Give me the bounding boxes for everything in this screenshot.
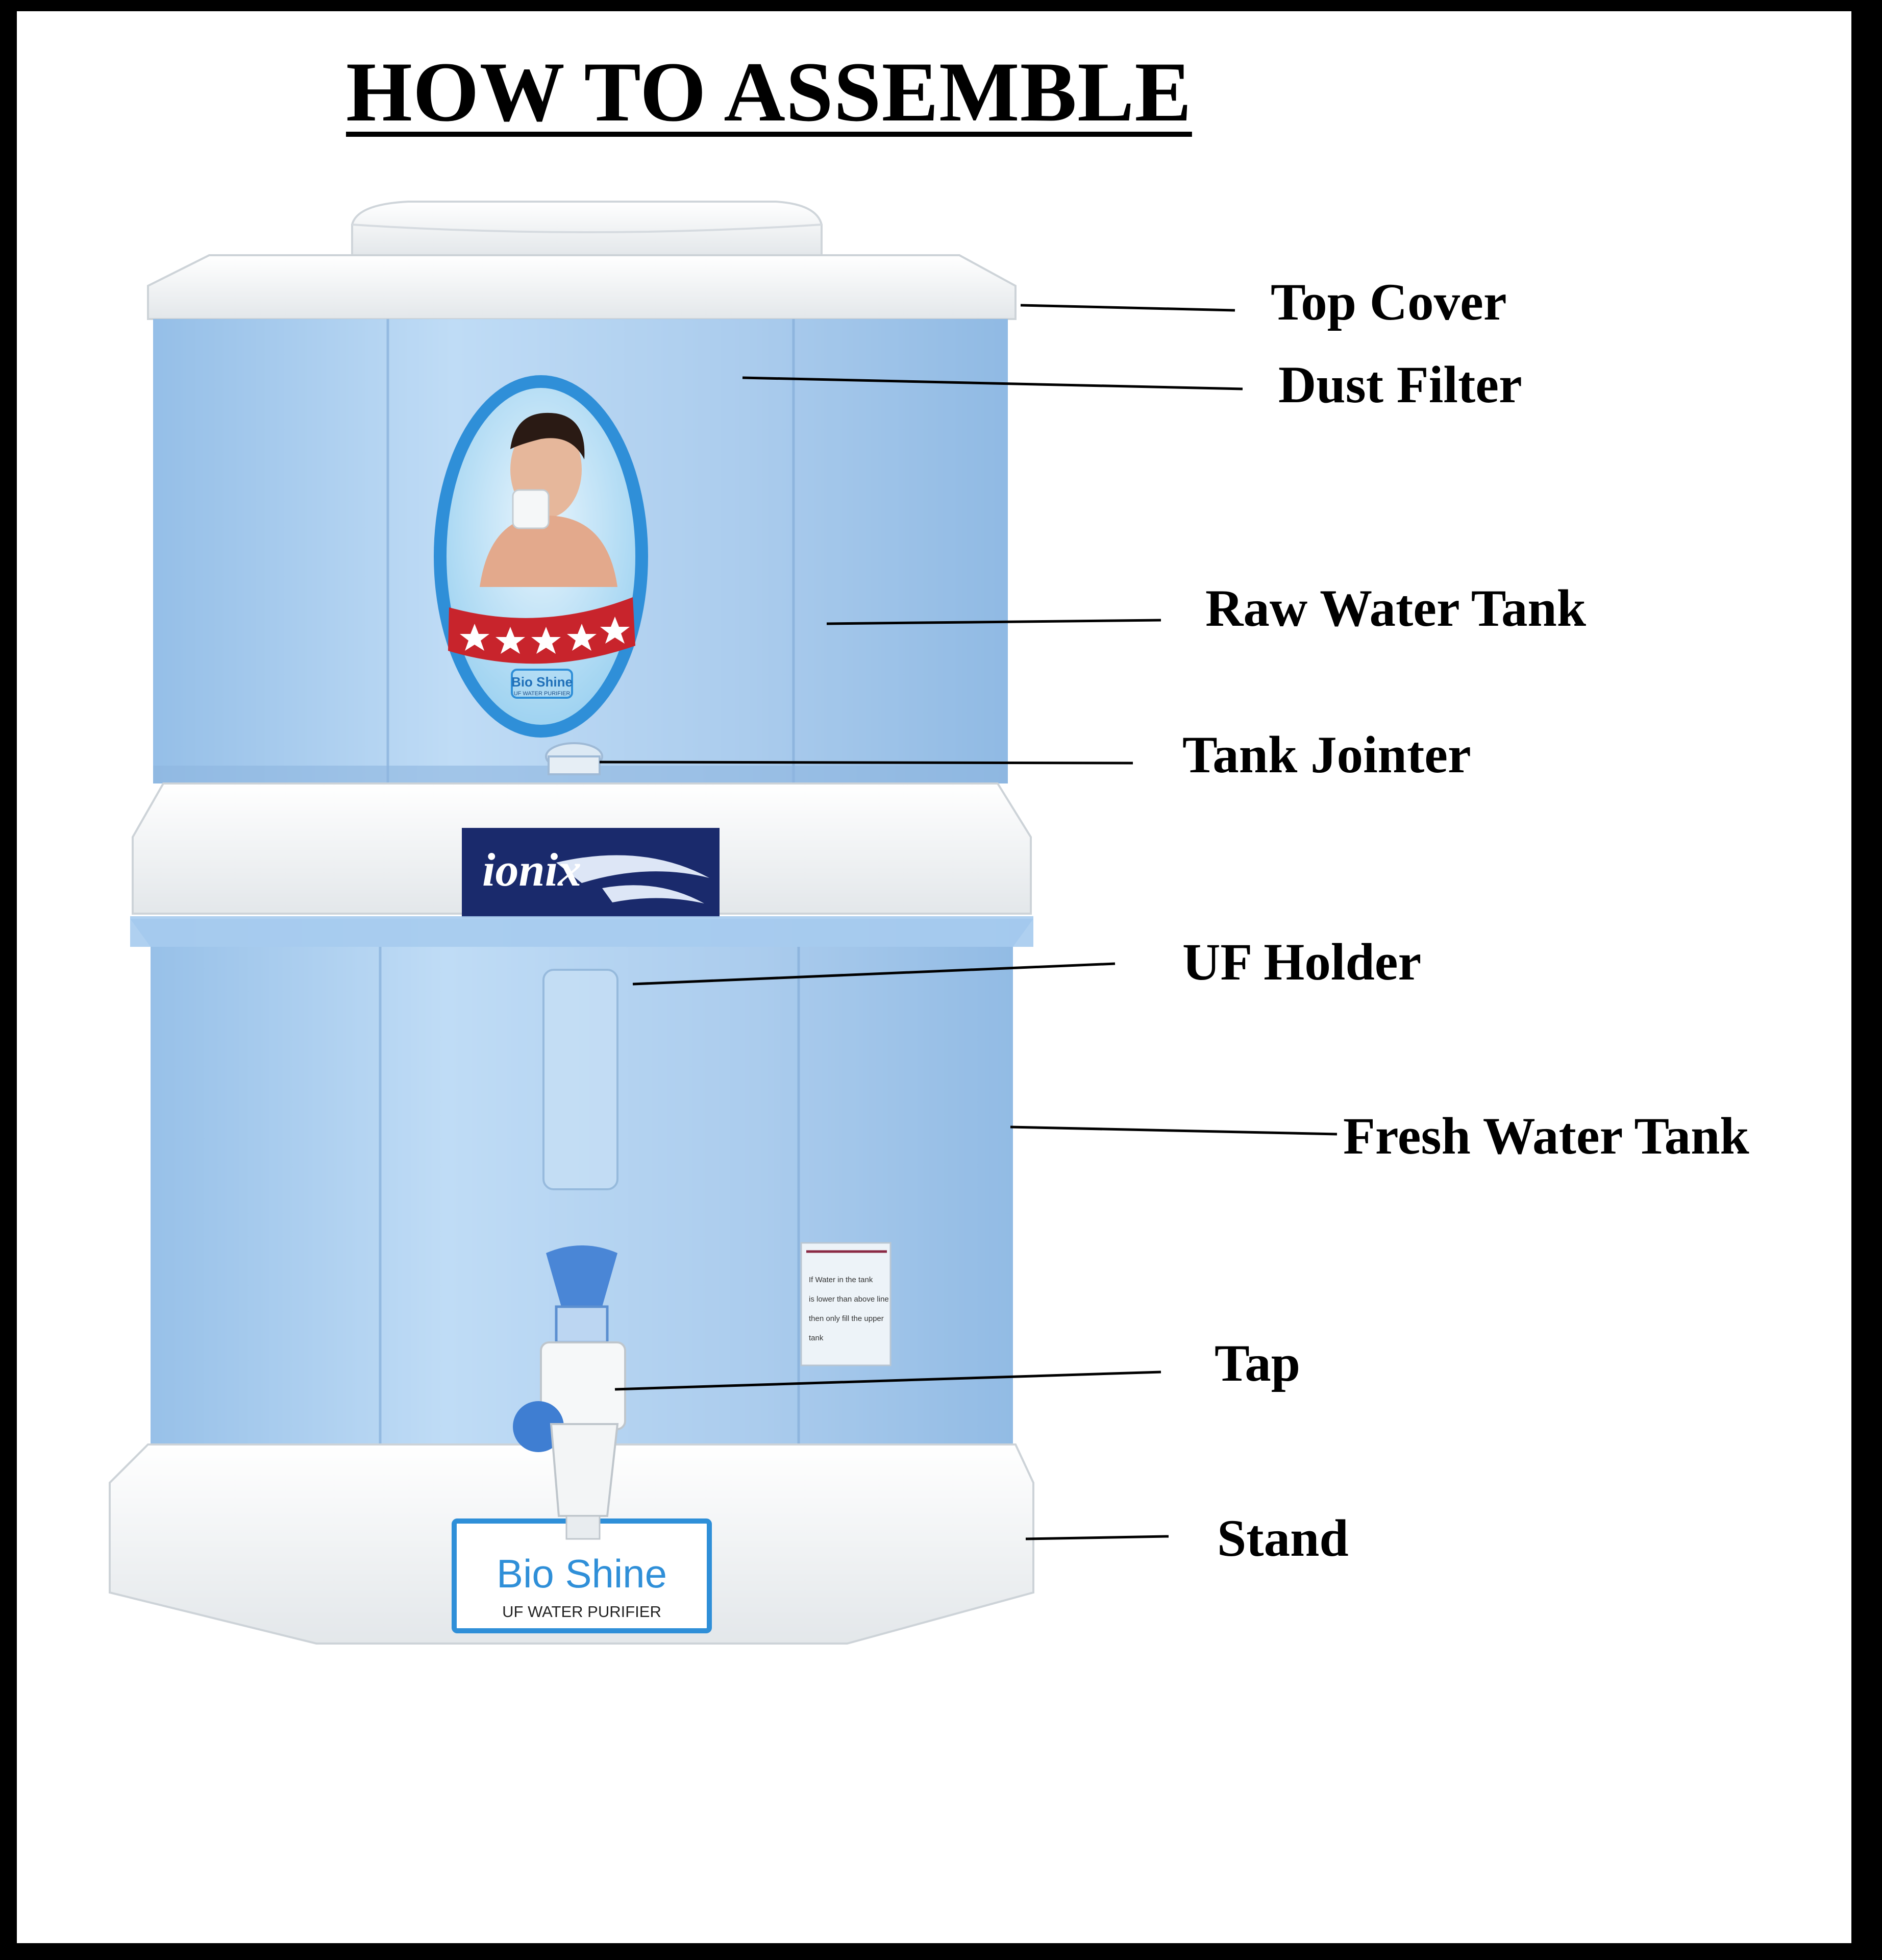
leader-lines [599, 304, 1338, 1540]
label-fresh-water-tank: Fresh Water Tank [1343, 1107, 1749, 1165]
fresh-water-tank: If Water in the tank is lower than above… [130, 916, 1033, 1450]
tap [513, 1245, 626, 1540]
ionix-logo: ionix [482, 844, 581, 896]
label-stand: Stand [1217, 1509, 1349, 1567]
tank-jointer [545, 742, 603, 775]
label-uf-holder: UF Holder [1182, 933, 1422, 991]
label-dust-filter: Dust Filter [1278, 356, 1522, 414]
warning-line-2: is lower than above line [809, 1295, 889, 1304]
top-cover [147, 201, 1017, 320]
oval-brand-text: Bio Shine [511, 674, 573, 690]
warning-line-4: tank [809, 1334, 824, 1342]
label-raw-water-tank: Raw Water Tank [1205, 579, 1587, 638]
label-tank-jointer: Tank Jointer [1182, 726, 1471, 784]
label-tap: Tap [1215, 1334, 1301, 1392]
diagram-title: HOW TO ASSEMBLE [346, 45, 1192, 139]
stand-sub-text: UF WATER PURIFIER [502, 1603, 661, 1621]
stand-brand-text: Bio Shine [497, 1551, 667, 1596]
oval-sub-text: UF WATER PURIFIER [514, 691, 571, 697]
oval-sticker: Bio Shine UF WATER PURIFIER [434, 375, 648, 738]
star-rating-icon [460, 617, 630, 654]
warning-line-1: If Water in the tank [809, 1276, 873, 1284]
label-top-cover: Top Cover [1271, 273, 1507, 331]
stand: Bio Shine UF WATER PURIFIER [109, 1443, 1034, 1645]
warning-line-3: then only fill the upper [809, 1314, 884, 1323]
uf-holder-band: ionix [132, 782, 1032, 917]
